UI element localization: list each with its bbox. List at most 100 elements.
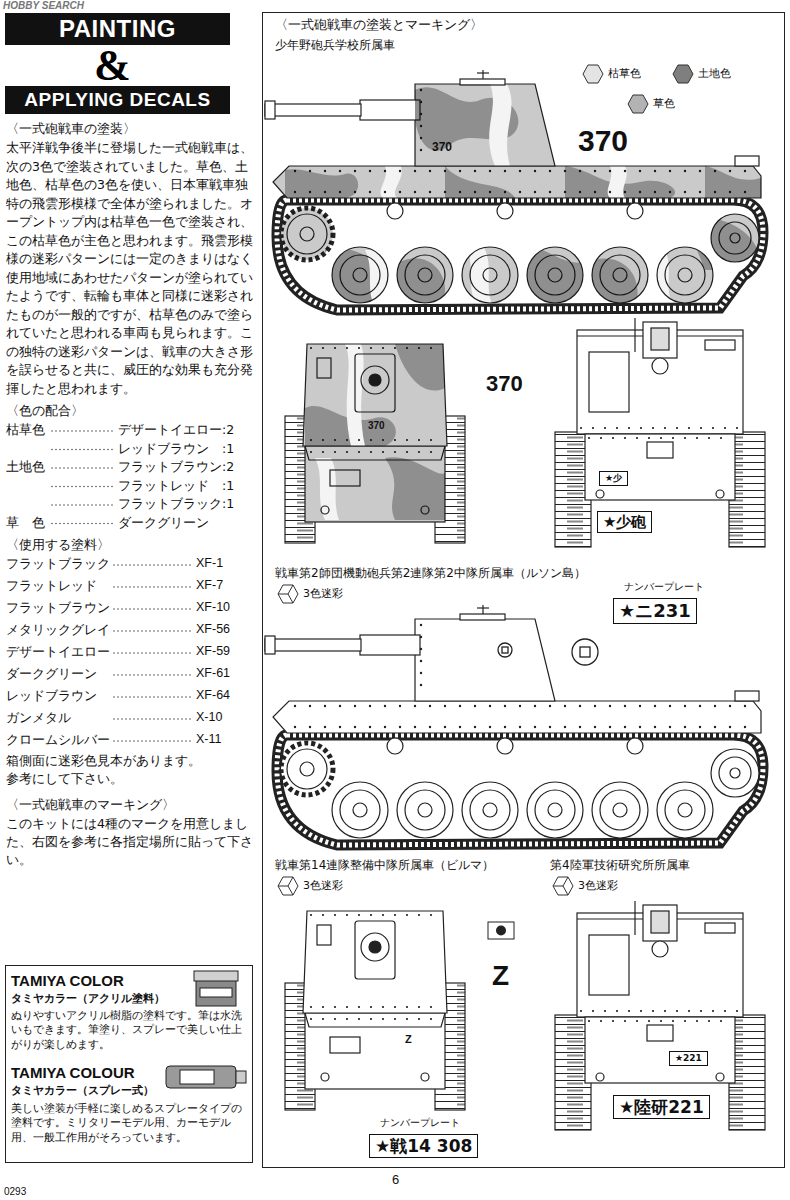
paint-name-slot: クロームシルバー — [6, 732, 110, 748]
camouflage-hexagon — [278, 877, 298, 895]
color-name: 草 色 — [6, 515, 45, 531]
color-mix-slot: ダークグリーン — [118, 515, 209, 531]
paint-code-slot: XF-10 — [196, 600, 230, 616]
decal-number-slot: 370 — [432, 140, 452, 155]
product-heading-slot: タミヤカラー（スプレー式） — [11, 1084, 154, 1098]
color-name-slot: 草 色 — [6, 515, 45, 531]
brand-heading: TAMIYA COLOR — [11, 972, 124, 991]
color-mix: フラットブラック:1 — [118, 496, 234, 512]
vehicle-caption: 戦車第2師団機動砲兵第2連隊第2中隊所属車（ルソン島） — [275, 566, 586, 581]
section-heading: 〈一式砲戦車の塗装〉 — [6, 121, 136, 137]
number-plate: ★221 — [669, 1051, 708, 1066]
section-heading: 〈使用する塗料〉 — [6, 537, 110, 553]
section-heading-slot: 〈一式砲戦車のマーキング〉 — [6, 797, 175, 813]
header-band: PAINTING — [5, 13, 230, 45]
paint-name-slot: メタリックグレイ — [6, 622, 110, 638]
body-text-slot: 太平洋戦争後半に登場した一式砲戦車は、次の3色で塗装されていました。草色、土地色… — [6, 139, 256, 398]
legend-item: 草色 — [627, 94, 675, 114]
ampersand: & — [94, 44, 131, 88]
vehicle-caption-slot: 戦車第2師団機動砲兵第2連隊第2中隊所属車（ルソン島） — [275, 566, 586, 581]
paint-code: XF-64 — [196, 688, 230, 704]
color-mix: デザートイエロー:2 — [118, 422, 234, 438]
legend-text: 3色迷彩 — [303, 879, 343, 892]
legend-item: 土地色 — [672, 64, 731, 84]
watermark-slot: HOBBY SEARCH — [3, 0, 84, 13]
paint-name: クロームシルバー — [6, 732, 110, 748]
color-mix-slot: フラットレッド :1 — [118, 478, 234, 494]
body-text-slot: 美しい塗装が手軽に楽しめるスプレータイプの塗料です。ミリタリーモデル用、カーモデ… — [11, 1102, 247, 1145]
paint-name-slot: デザートイエロー — [6, 644, 110, 660]
page-code: 0293 — [4, 1186, 26, 1199]
plate-text: ★ニ231 — [619, 600, 691, 622]
paint-code: XF-7 — [196, 578, 223, 594]
legend-text: 3色迷彩 — [578, 879, 618, 892]
product-heading-slot: タミヤカラー（アクリル塗料） — [11, 992, 165, 1006]
color-hexagon — [628, 95, 648, 113]
hexagon-divider — [288, 886, 293, 895]
legend-swatch — [582, 64, 604, 84]
color-hexagon — [673, 65, 693, 83]
paint-name: フラットブラウン — [6, 600, 110, 616]
paint-name: ガンメタル — [6, 710, 71, 726]
legend-item: 3色迷彩 — [552, 876, 618, 896]
hexagon-divider — [563, 886, 568, 895]
paint-code-slot: X-10 — [196, 710, 222, 726]
paint-ad-box: TAMIYA COLORタミヤカラー（アクリル塗料）ぬりやすいアクリル樹脂の塗料… — [5, 965, 253, 1163]
paint-code: XF-56 — [196, 622, 230, 638]
hexagon-divider — [288, 594, 293, 603]
decal-number: 370 — [432, 140, 452, 155]
color-mix-slot: フラットブラウン:2 — [118, 459, 234, 475]
body-text: 美しい塗装が手軽に楽しめるスプレータイプの塗料です。ミリタリーモデル用、カーモデ… — [11, 1102, 247, 1145]
product-heading: タミヤカラー（スプレー式） — [11, 1084, 154, 1098]
watermark: HOBBY SEARCH — [3, 0, 84, 13]
legend-text: 草色 — [653, 97, 675, 110]
legend-swatch — [552, 876, 574, 896]
color-mix: レッドブラウン :1 — [118, 441, 234, 457]
legend-text: 3色迷彩 — [303, 587, 343, 600]
paint-name: フラットブラック — [6, 556, 110, 572]
color-name-slot: 土地色 — [6, 459, 45, 475]
camouflage-hexagon — [553, 877, 573, 895]
color-name: 土地色 — [6, 459, 45, 475]
section-heading-slot: 〈一式砲戦車の塗装〉 — [6, 121, 136, 137]
number-plate: ★少砲 — [597, 511, 652, 533]
paint-name-slot: フラットブラック — [6, 556, 110, 572]
decal-number: 370 — [368, 420, 385, 433]
plate-caption-slot: ナンバープレート — [624, 581, 704, 594]
brand-heading-slot: TAMIYA COLOUR — [11, 1064, 135, 1083]
paint-code: XF-59 — [196, 644, 230, 660]
decal-letter: Z — [492, 958, 509, 993]
camouflage-hexagon — [278, 585, 298, 603]
paint-name-slot: フラットレッド — [6, 578, 97, 594]
paint-code: X-11 — [196, 732, 221, 748]
decal-number: 370 — [578, 122, 628, 160]
paint-name: レッドブラウン — [6, 688, 97, 704]
brand-heading-slot: TAMIYA COLOR — [11, 972, 124, 991]
plate-caption-slot: ナンバープレート — [380, 1117, 460, 1130]
hexagon-divider — [563, 877, 568, 886]
body-text: 太平洋戦争後半に登場した一式砲戦車は、次の3色で塗装されていました。草色、土地色… — [6, 139, 256, 398]
color-mix-slot: フラットブラック:1 — [118, 496, 234, 512]
legend-swatch — [627, 94, 649, 114]
page-code-slot: 0293 — [4, 1186, 26, 1199]
number-plate: ★陸研221 — [613, 1095, 710, 1119]
section-heading-slot: 〈使用する塗料〉 — [6, 537, 110, 553]
paint-code: XF-10 — [196, 600, 230, 616]
decal-letter-slot: Z — [492, 958, 509, 993]
frame-heading-slot: 〈一式砲戦車の塗装とマーキング〉 — [275, 17, 483, 33]
legend-swatch — [277, 876, 299, 896]
vehicle-caption: 少年野砲兵学校所属車 — [275, 38, 395, 53]
plate-caption: ナンバープレート — [380, 1117, 460, 1130]
paint-code-slot: XF-59 — [196, 644, 230, 660]
paint-name-slot: ダークグリーン — [6, 666, 97, 682]
frame-heading: 〈一式砲戦車の塗装とマーキング〉 — [275, 17, 483, 33]
paint-code: XF-61 — [196, 666, 230, 682]
header-text: APPLYING DECALS — [24, 89, 210, 111]
color-mix: ダークグリーン — [118, 515, 209, 531]
paint-name: デザートイエロー — [6, 644, 110, 660]
legend-text: 土地色 — [698, 67, 731, 80]
vehicle-caption: 戦車第14連隊整備中隊所属車（ビルマ） — [275, 858, 494, 873]
plate-text: ★陸研221 — [619, 1097, 704, 1117]
paint-code-slot: XF-56 — [196, 622, 230, 638]
